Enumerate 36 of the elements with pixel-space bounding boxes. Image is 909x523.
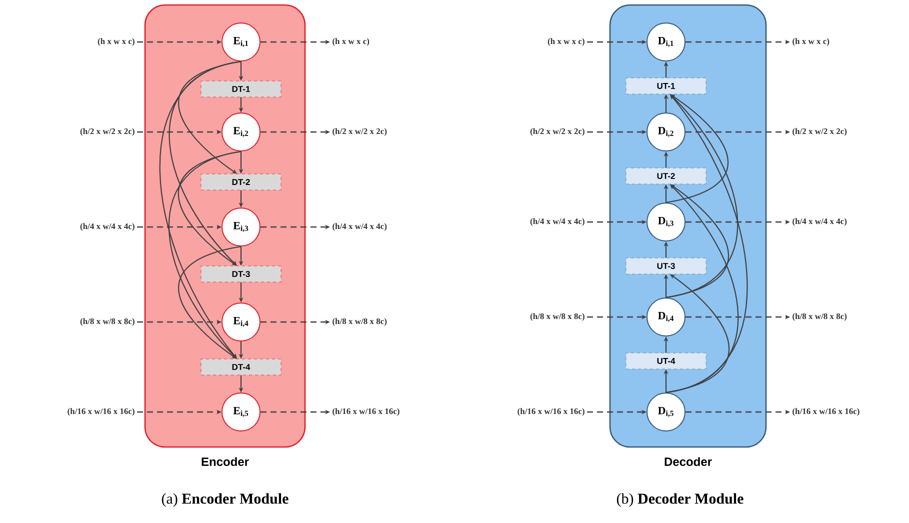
transition-box: UT-1 — [626, 78, 706, 94]
size-label: (h/2 x w/2 x 2c) — [80, 128, 134, 136]
size-label: (h/4 x w/4 x 4c) — [792, 218, 847, 226]
size-label: (h x w x c) — [792, 38, 830, 46]
transition-box: UT-2 — [626, 168, 706, 184]
size-label: (h x w x c) — [98, 38, 134, 46]
arrow — [666, 184, 729, 298]
size-label: (h/16 x w/16 x 16c) — [518, 408, 584, 416]
size-label: (h/16 x w/16 x 16c) — [792, 408, 860, 416]
panel-title: Decoder — [664, 457, 712, 466]
size-label: (h/8 x w/8 x 8c) — [332, 318, 387, 326]
arrow — [178, 246, 242, 359]
size-label: (h/16 x w/16 x 16c) — [332, 408, 400, 416]
arrow — [666, 94, 728, 204]
caption: (b) Decoder Module — [616, 493, 744, 507]
size-label: (h x w x c) — [332, 38, 370, 46]
transition-box: DT-4 — [200, 358, 282, 376]
size-label: (h/2 x w/2 x 2c) — [530, 128, 584, 136]
transition-box: UT-3 — [626, 258, 706, 274]
size-label: (h/8 x w/8 x 8c) — [530, 313, 584, 321]
size-label: (h/4 x w/4 x 4c) — [80, 223, 134, 231]
transition-box: DT-2 — [200, 174, 282, 190]
size-label: (h/4 x w/4 x 4c) — [332, 223, 387, 231]
arrow — [666, 274, 730, 394]
size-label: (h/2 x w/2 x 2c) — [792, 128, 847, 136]
size-label: (h/8 x w/8 x 8c) — [80, 318, 134, 326]
transition-box: DT-3 — [200, 266, 282, 282]
transition-box: DT-1 — [200, 80, 282, 98]
caption: (a) Encoder Module — [162, 493, 288, 507]
size-label: (h/16 x w/16 x 16c) — [68, 408, 134, 416]
size-label: (h/8 x w/8 x 8c) — [792, 313, 847, 321]
size-label: (h x w x c) — [548, 38, 584, 46]
size-label: (h/4 x w/4 x 4c) — [530, 218, 584, 226]
size-label: (h/2 x w/2 x 2c) — [332, 128, 387, 136]
transition-box: UT-4 — [626, 352, 706, 370]
panel-title: Encoder — [202, 457, 249, 466]
